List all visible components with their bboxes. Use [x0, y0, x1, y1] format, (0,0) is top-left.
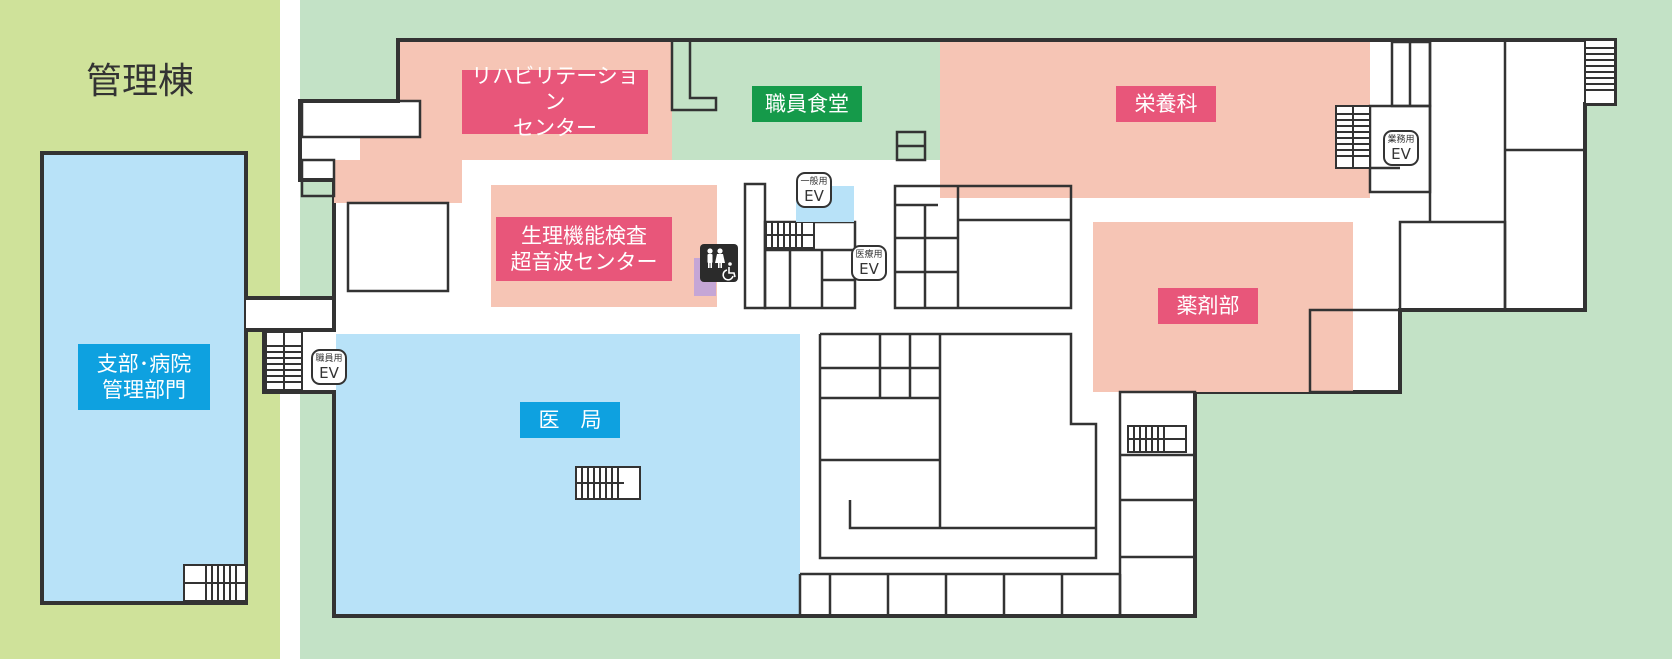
restroom-icon	[707, 248, 725, 268]
stairs-icon	[1127, 425, 1187, 453]
wheelchair-icon	[722, 262, 736, 281]
admin-building[interactable]	[40, 151, 248, 605]
nutrition-label[interactable]: 栄養科	[1116, 86, 1216, 122]
admin-dept-label[interactable]: 支部･病院 管理部門	[78, 344, 210, 410]
room-outlines	[300, 40, 1585, 618]
general-ev-small-label: 一般用	[800, 176, 828, 187]
admin-building-title: 管理棟	[85, 61, 194, 102]
stairs-icon	[183, 564, 247, 602]
stairs-icon	[265, 331, 303, 391]
medical-ev-label: EV	[859, 259, 879, 278]
staff-ev-icon[interactable]: 職員用 EV	[311, 349, 347, 385]
medical-office-label[interactable]: 医 局	[520, 402, 620, 438]
service-ev-icon[interactable]: 業務用 EV	[1383, 130, 1419, 166]
rehab-center-label[interactable]: リハビリテーション センター	[462, 64, 648, 140]
medical-ev-small-label: 医療用	[855, 249, 883, 260]
medical-ev-icon[interactable]: 医療用 EV	[851, 245, 887, 281]
corridor-bridge	[246, 298, 336, 330]
service-ev-small-label: 業務用	[1387, 134, 1415, 145]
restroom-icon[interactable]	[700, 244, 738, 282]
stairs-icon	[575, 466, 641, 500]
general-ev-label: EV	[804, 186, 824, 205]
general-ev-icon[interactable]: 一般用 EV	[796, 172, 832, 208]
staff-cafeteria-label[interactable]: 職員食堂	[752, 86, 862, 122]
stairs-icon	[765, 221, 815, 249]
staff-ev-small-label: 職員用	[315, 353, 343, 364]
stairs-icon	[1335, 105, 1371, 169]
physiology-label[interactable]: 生理機能検査 超音波センター	[496, 217, 672, 281]
service-ev-label: EV	[1391, 144, 1411, 163]
medical-office-area[interactable]	[336, 334, 800, 614]
staff-ev-label: EV	[319, 363, 339, 382]
pharmacy-label[interactable]: 薬剤部	[1158, 288, 1258, 324]
stairs-icon	[1584, 39, 1616, 105]
